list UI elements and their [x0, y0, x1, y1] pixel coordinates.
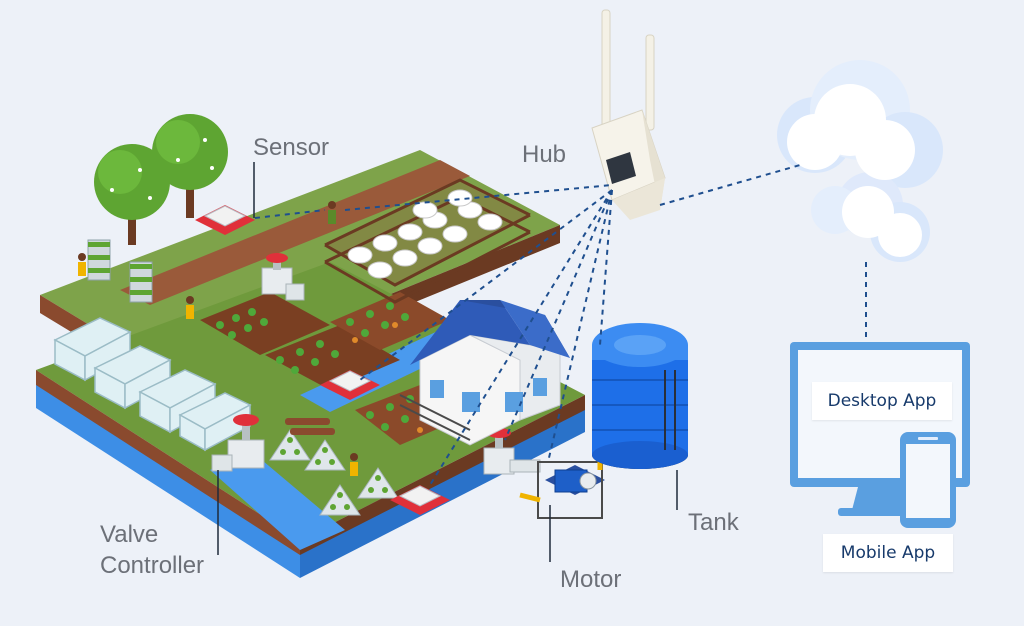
sheep-icon: [347, 189, 503, 279]
sheep-pen: [324, 178, 531, 304]
farm-base: [36, 150, 585, 578]
tree-icon: [94, 114, 228, 245]
water-tank-icon: [592, 323, 688, 469]
logs: [285, 418, 335, 435]
sensor-icon: [195, 205, 450, 515]
hub-label: Hub: [522, 141, 567, 168]
router-hub-icon: [591, 9, 666, 220]
leader-lines: [217, 162, 678, 562]
mobile-app-label: Mobile App: [823, 534, 953, 572]
motor-label: Motor: [560, 566, 622, 593]
smartphone-icon: [900, 432, 956, 528]
valve-icon: [211, 253, 541, 475]
valve-controller-label-line1: Valve: [100, 521, 159, 548]
greenhouse-icon: [53, 317, 252, 452]
cloud-icon: [777, 60, 943, 262]
valve-controller-label-line2: Controller: [100, 552, 205, 579]
tiered-planter: [269, 429, 399, 516]
sensor-label: Sensor: [253, 134, 330, 161]
network-links: [254, 164, 867, 486]
desktop-app-label: Desktop App: [812, 382, 952, 420]
farmer-figure: [78, 201, 358, 476]
house-icon: [399, 300, 570, 446]
tank-label: Tank: [688, 509, 739, 536]
plant-rack: [87, 239, 153, 303]
